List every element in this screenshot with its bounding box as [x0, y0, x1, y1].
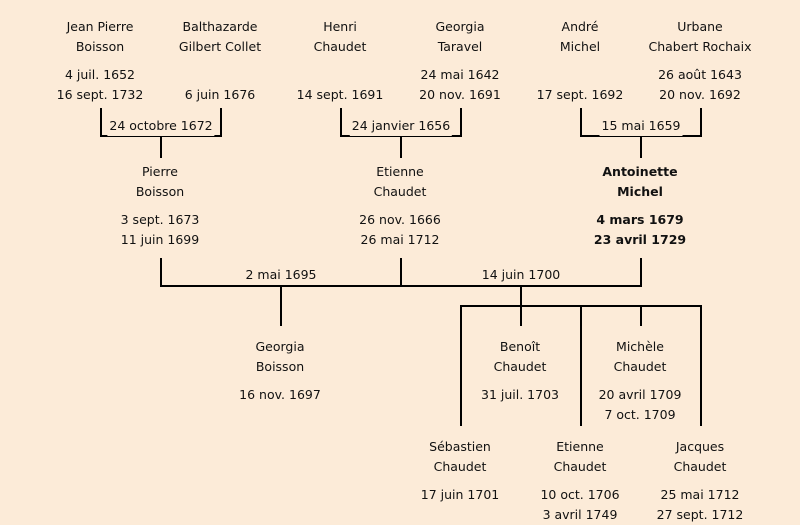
birth-date: 20 avril 1709	[598, 387, 682, 402]
person-jean-pierre-boisson[interactable]: Jean Pierre Boisson 4 juil. 1652 16 sept…	[57, 17, 144, 105]
person-balthazarde-gilbert-collet[interactable]: Balthazarde Gilbert Collet 6 juin 1676	[179, 17, 261, 105]
union-line-gen2	[160, 258, 642, 326]
union-line-boisson-collet	[100, 108, 222, 158]
union-line-michel-rochaix	[580, 108, 702, 158]
person-sebastien-chaudet[interactable]: Sébastien Chaudet 17 juin 1701	[421, 437, 499, 505]
person-name: Urbane	[677, 19, 723, 34]
person-surname: Taravel	[437, 39, 483, 54]
person-name: Etienne	[556, 439, 604, 454]
death-date: 17 sept. 1692	[536, 87, 624, 102]
death-date: 23 avril 1729	[593, 232, 687, 247]
birth-date: 3 sept. 1673	[120, 212, 200, 227]
marriage-date-boisson-michel: 2 mai 1695	[243, 265, 319, 285]
death-date: 11 juin 1699	[120, 232, 200, 247]
person-name: Michèle	[616, 339, 664, 354]
birth-date: 17 juin 1701	[420, 487, 500, 502]
birth-date: 24 mai 1642	[420, 67, 500, 82]
person-name: Henri	[323, 19, 357, 34]
person-surname: Chaudet	[493, 359, 547, 374]
marriage-date-chaudet-michel: 14 juin 1700	[479, 265, 563, 285]
person-name: Georgia	[435, 19, 485, 34]
person-surname: Chaudet	[673, 459, 727, 474]
birth-date: 10 oct. 1706	[540, 487, 620, 502]
death-date: 20 nov. 1692	[659, 87, 741, 102]
birth-date: 25 mai 1712	[660, 487, 740, 502]
birth-date: 31 juil. 1703	[481, 387, 559, 402]
person-michele-chaudet[interactable]: Michèle Chaudet 20 avril 1709 7 oct. 170…	[599, 337, 682, 425]
marriage-date-michel-rochaix: 15 mai 1659	[599, 116, 683, 136]
person-name: Balthazarde	[182, 19, 258, 34]
person-surname: Chaudet	[373, 184, 427, 199]
marriage-date-chaudet-taravel: 24 janvier 1656	[349, 116, 453, 136]
birth-date: 16 nov. 1697	[239, 387, 321, 402]
person-surname: Chaudet	[553, 459, 607, 474]
marriage-date-boisson-collet: 24 octobre 1672	[107, 116, 215, 136]
death-date: 14 sept. 1691	[296, 87, 384, 102]
death-date: 6 juin 1676	[184, 87, 256, 102]
union-line-chaudet-taravel	[340, 108, 462, 158]
death-date: 7 oct. 1709	[604, 407, 676, 422]
person-surname: Chaudet	[313, 39, 367, 54]
person-pierre-boisson[interactable]: Pierre Boisson 3 sept. 1673 11 juin 1699	[121, 162, 200, 250]
person-surname: Boisson	[135, 184, 185, 199]
person-surname: Gilbert Collet	[178, 39, 262, 54]
person-antoinette-michel-selected[interactable]: Antoinette Michel 4 mars 1679 23 avril 1…	[594, 162, 686, 250]
person-name: Benoît	[499, 339, 541, 354]
birth-date: 26 nov. 1666	[359, 212, 441, 227]
person-jacques-chaudet[interactable]: Jacques Chaudet 25 mai 1712 27 sept. 171…	[657, 437, 744, 525]
person-surname: Michel	[617, 184, 663, 199]
death-date: 16 sept. 1732	[56, 87, 144, 102]
person-surname: Boisson	[255, 359, 305, 374]
person-surname: Michel	[559, 39, 601, 54]
person-georgia-boisson[interactable]: Georgia Boisson 16 nov. 1697	[239, 337, 321, 405]
children-line-chaudet	[460, 305, 702, 426]
death-date: 3 avril 1749	[542, 507, 618, 522]
person-surname: Chaudet	[433, 459, 487, 474]
person-surname: Chabert Rochaix	[648, 39, 752, 54]
person-benoit-chaudet[interactable]: Benoît Chaudet 31 juil. 1703	[481, 337, 559, 405]
person-name: Georgia	[255, 339, 305, 354]
person-name: Pierre	[142, 164, 178, 179]
death-date: 26 mai 1712	[360, 232, 440, 247]
death-date: 20 nov. 1691	[419, 87, 501, 102]
person-urbane-chabert-rochaix[interactable]: Urbane Chabert Rochaix 26 août 1643 20 n…	[648, 17, 751, 105]
birth-date: 4 juil. 1652	[64, 67, 136, 82]
person-surname: Chaudet	[613, 359, 667, 374]
person-name: Sébastien	[429, 439, 491, 454]
person-etienne-chaudet-parent[interactable]: Etienne Chaudet 26 nov. 1666 26 mai 1712	[359, 162, 441, 250]
person-name: André	[561, 19, 599, 34]
person-name: Antoinette	[602, 164, 678, 179]
birth-date: 26 août 1643	[658, 67, 742, 82]
person-andre-michel[interactable]: André Michel 17 sept. 1692	[537, 17, 624, 105]
person-etienne-chaudet-child[interactable]: Etienne Chaudet 10 oct. 1706 3 avril 174…	[540, 437, 619, 525]
person-surname: Boisson	[75, 39, 125, 54]
person-henri-chaudet[interactable]: Henri Chaudet 14 sept. 1691	[297, 17, 384, 105]
person-name: Jacques	[675, 439, 725, 454]
person-name: Etienne	[376, 164, 424, 179]
birth-date: 4 mars 1679	[596, 212, 684, 227]
person-georgia-taravel[interactable]: Georgia Taravel 24 mai 1642 20 nov. 1691	[419, 17, 501, 105]
death-date: 27 sept. 1712	[656, 507, 744, 522]
person-name: Jean Pierre	[66, 19, 134, 34]
